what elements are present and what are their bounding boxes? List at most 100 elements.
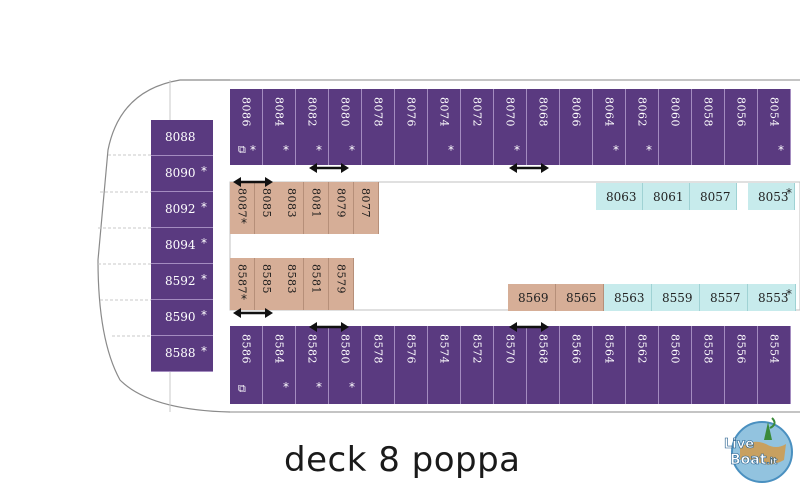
cabin-number: 8056 bbox=[734, 97, 748, 127]
double-arrow-icon bbox=[309, 163, 349, 173]
cabin: 8569 bbox=[508, 284, 556, 311]
cabin-number: 8564 bbox=[602, 334, 616, 364]
svg-text:Live: Live bbox=[724, 437, 754, 452]
cabin-number: 8074 bbox=[437, 97, 451, 127]
cabin-number: 8080 bbox=[338, 97, 352, 127]
accessible-star: * bbox=[316, 380, 322, 394]
cabin: 8078 bbox=[362, 89, 395, 165]
cabin-number: 8563 bbox=[614, 291, 645, 305]
cabin-number: 8569 bbox=[518, 291, 549, 305]
cabin-number: 8556 bbox=[734, 334, 748, 364]
cabin-number: 8085 bbox=[260, 188, 274, 218]
cabin: 8579 bbox=[328, 258, 354, 310]
accessible-star: * bbox=[250, 143, 256, 157]
cabin: 8066 bbox=[560, 89, 593, 165]
liveboat-logo: Live Boat.it bbox=[722, 410, 798, 490]
cabin-number: 8092 bbox=[165, 202, 196, 216]
logo-live-text: Live bbox=[724, 437, 754, 452]
cabin-number: 8562 bbox=[635, 334, 649, 364]
cabin: 8056 bbox=[725, 89, 758, 165]
cabin: 8583 bbox=[279, 258, 305, 310]
accessible-star: * bbox=[646, 143, 652, 157]
cabin: 8081 bbox=[304, 182, 330, 234]
cabin: 8077 bbox=[353, 182, 379, 234]
cabin-number: 8054 bbox=[767, 97, 781, 127]
cabin: 8060 bbox=[659, 89, 692, 165]
cabin-number: 8082 bbox=[305, 97, 319, 127]
cabin-number: 8557 bbox=[710, 291, 741, 305]
cabin: 8090* bbox=[151, 156, 213, 192]
cabin: 8580 * bbox=[329, 326, 362, 404]
cabin-number: 8060 bbox=[668, 97, 682, 127]
double-arrow-icon bbox=[309, 322, 349, 332]
cabin: 8576 bbox=[395, 326, 428, 404]
cabin: 8582 * bbox=[296, 326, 329, 404]
cabin: 8585 bbox=[254, 258, 280, 310]
cabin-number: 8087 bbox=[235, 188, 249, 218]
cabin: 8565 bbox=[556, 284, 604, 311]
cabin-number: 8570 bbox=[503, 334, 517, 364]
cabin-number: 8063 bbox=[606, 190, 637, 204]
cabin-number: 8062 bbox=[635, 97, 649, 127]
cabin-number: 8070 bbox=[503, 97, 517, 127]
accessible-star: * bbox=[349, 380, 355, 394]
cabin-number: 8592 bbox=[165, 274, 196, 288]
cabin-number: 8576 bbox=[404, 334, 418, 364]
cabin-number: 8560 bbox=[668, 334, 682, 364]
cabin-number: 8554 bbox=[767, 334, 781, 364]
accessible-star: * bbox=[778, 143, 784, 157]
cabin: 8053* bbox=[748, 183, 795, 210]
cabin-number: 8585 bbox=[260, 264, 274, 294]
cabin: 8084* bbox=[263, 89, 296, 165]
cabin-number: 8581 bbox=[309, 264, 323, 294]
cabin: 8581 bbox=[304, 258, 330, 310]
cabin: 8586⧉ bbox=[230, 326, 263, 404]
cabin-number: 8081 bbox=[309, 188, 323, 218]
cabin: 8083 bbox=[279, 182, 305, 234]
cabin: 8062 * bbox=[626, 89, 659, 165]
cabin: 8082 * bbox=[296, 89, 329, 165]
cabin: 8094* bbox=[151, 228, 213, 264]
cabin-number: 8553 bbox=[758, 291, 789, 305]
accessible-star: * bbox=[316, 143, 322, 157]
cabin: 8556 bbox=[725, 326, 758, 404]
cabin: 8080* bbox=[329, 89, 362, 165]
cabin-number: 8588 bbox=[165, 346, 196, 360]
cabin-number: 8572 bbox=[470, 334, 484, 364]
cabin-number: 8582 bbox=[305, 334, 319, 364]
cabin-number: 8574 bbox=[437, 334, 451, 364]
cabin: 8086*⧉ bbox=[230, 89, 263, 165]
cabin: 8570 bbox=[494, 326, 527, 404]
logo-boat-text: Boat bbox=[730, 452, 767, 468]
cabin-number: 8568 bbox=[536, 334, 550, 364]
double-arrow-icon bbox=[233, 308, 273, 318]
cabin-number: 8058 bbox=[701, 97, 715, 127]
accessible-star: * bbox=[201, 236, 207, 250]
cabin: 8057 bbox=[690, 183, 737, 210]
svg-text:Boat.it: Boat.it bbox=[730, 452, 778, 468]
cabin: 8087* bbox=[230, 182, 255, 234]
cabin: 8559 bbox=[652, 284, 700, 311]
cabin: 8557 bbox=[700, 284, 748, 311]
accessible-star: * bbox=[514, 143, 520, 157]
cabin: 8061 bbox=[643, 183, 690, 210]
cabin: 8563 bbox=[604, 284, 652, 311]
cabin: 8068 bbox=[527, 89, 560, 165]
cabin: 8572 bbox=[461, 326, 494, 404]
cabin-number: 8578 bbox=[371, 334, 385, 364]
cabin-number: 8090 bbox=[165, 166, 196, 180]
cabin: 8074* bbox=[428, 89, 461, 165]
cabin: 8054 * bbox=[758, 89, 791, 165]
cabin: 8554 bbox=[758, 326, 791, 404]
cabin-number: 8068 bbox=[536, 97, 550, 127]
cabin-number: 8580 bbox=[338, 334, 352, 364]
cabin-number: 8584 bbox=[272, 334, 286, 364]
cabin: 8562 bbox=[626, 326, 659, 404]
accessible-star: * bbox=[241, 216, 247, 230]
accessible-star: * bbox=[201, 200, 207, 214]
cabin: 8574 bbox=[428, 326, 461, 404]
cabin: 8584* bbox=[263, 326, 296, 404]
accessible-star: * bbox=[786, 287, 792, 301]
cabin: 8063 bbox=[596, 183, 643, 210]
